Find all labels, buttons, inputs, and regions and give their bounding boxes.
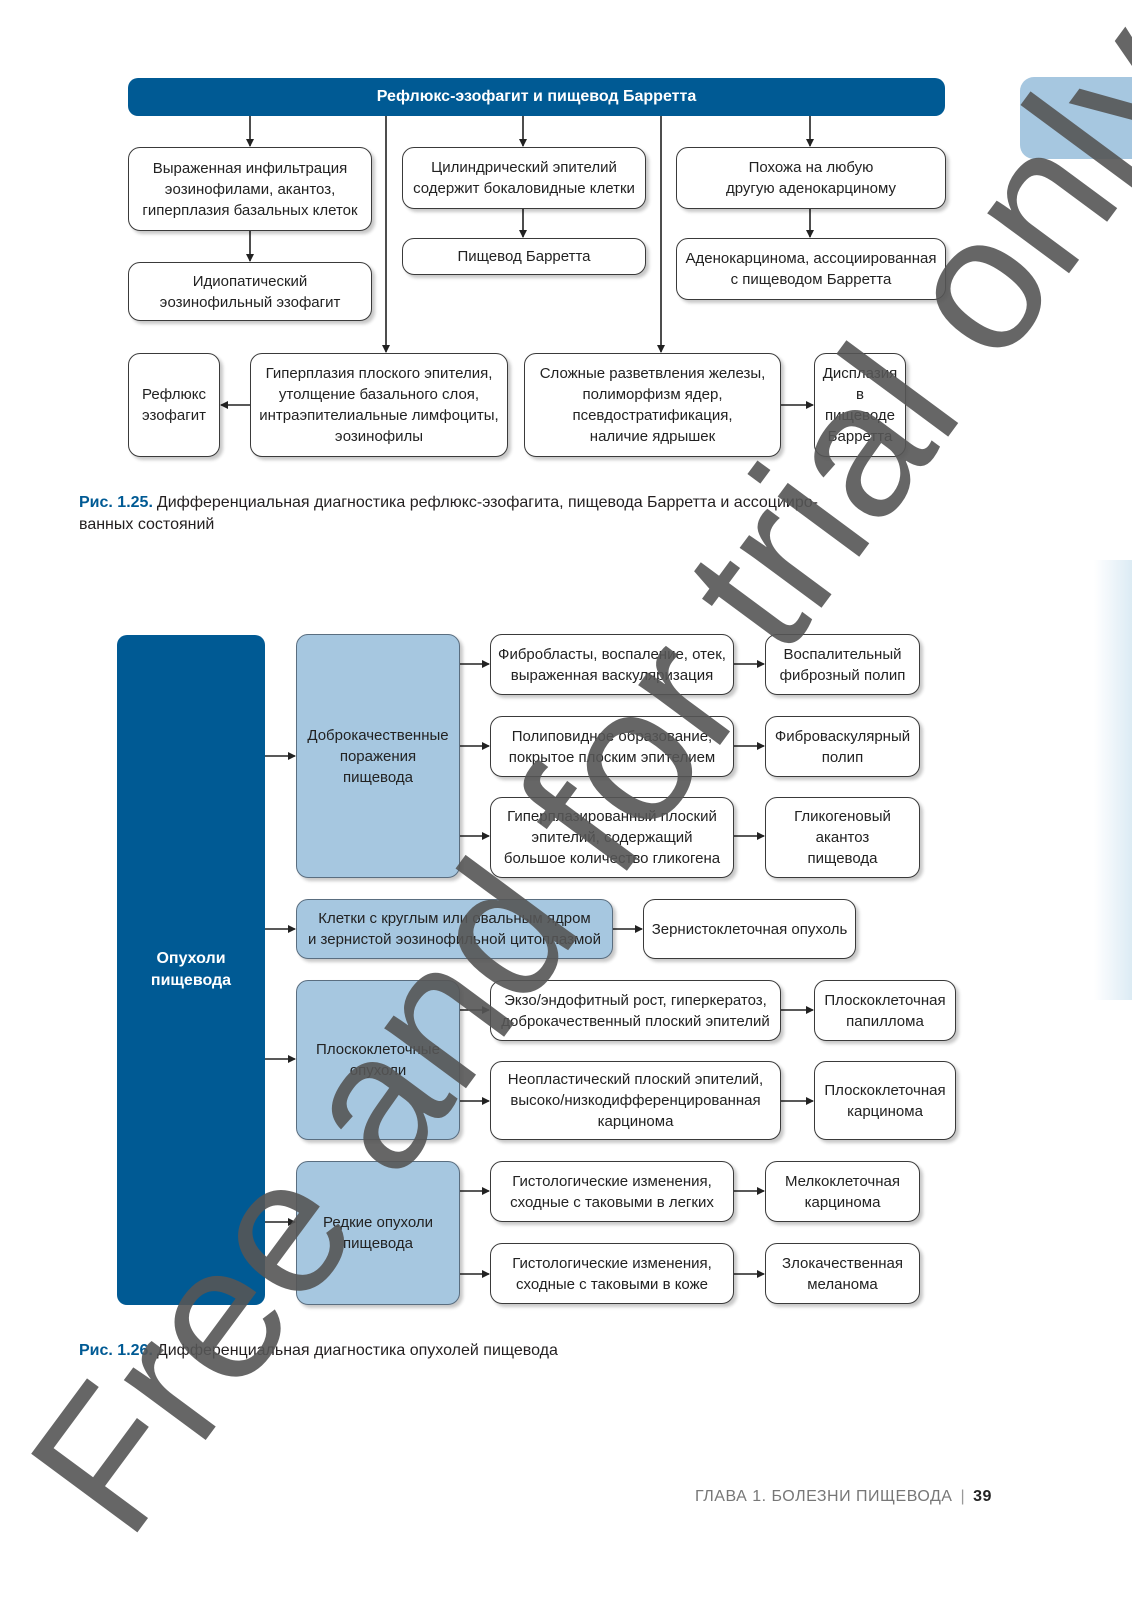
fibrovascular-polyp-box: Фиброваскулярный полип: [765, 716, 920, 777]
barrett-adenocarcinoma-box: Аденокарцинома, ассоциированная с пищево…: [676, 238, 946, 300]
glycogenic-acanthosis-box: Гликогеновый акантоз пищевода: [765, 797, 920, 878]
idiopathic-eoe-box: Идиопатический эозинофильный эзофагит: [128, 262, 372, 321]
polypoid-feature-box: Полиповидное образование, покрытое плоск…: [490, 716, 734, 777]
caption-text: Дифференциальная диагностика опухолей пи…: [156, 1342, 558, 1359]
skin-like-feature-box: Гистологические изменения, сходные с так…: [490, 1243, 734, 1304]
neoplastic-epithelium-feature-box: Неопластический плоский эпителий, высоко…: [490, 1061, 781, 1140]
barrett-dysplasia-box: Дисплазия в пищеводе Барретта: [814, 353, 906, 457]
figure-caption-1-26: Рис. 1.26.Дифференциальная диагностика о…: [79, 1340, 558, 1362]
columnar-epithelium-box: Цилиндрический эпителий содержит бокалов…: [402, 147, 646, 209]
granular-cells-group: Клетки с круглым или овальным ядром и зе…: [296, 899, 613, 959]
eosinophil-infiltration-box: Выраженная инфильтрация эозинофилами, ак…: [128, 147, 372, 231]
inflammatory-fibroid-polyp-box: Воспалительный фиброзный полип: [765, 634, 920, 695]
page-number: 39: [973, 1488, 992, 1505]
melanoma-box: Злокачественная меланома: [765, 1243, 920, 1304]
squamous-tumors-group: Плоскоклеточные опухоли: [296, 980, 460, 1140]
granular-cell-tumor-box: Зернистоклеточная опухоль: [643, 899, 856, 959]
small-cell-carcinoma-box: Мелкоклеточная карцинома: [765, 1161, 920, 1222]
page-footer: ГЛАВА 1. БОЛЕЗНИ ПИЩЕВОДА | 39: [695, 1488, 992, 1506]
esophageal-tumors-root: Опухоли пищевода: [117, 635, 265, 1305]
reflux-esophagitis-box: Рефлюкс эзофагит: [128, 353, 220, 457]
footer-separator: |: [960, 1488, 966, 1505]
chapter-title: ГЛАВА 1. БОЛЕЗНИ ПИЩЕВОДА: [695, 1488, 953, 1505]
caption-number: Рис. 1.25.: [79, 494, 153, 511]
figure-caption-1-25: Рис. 1.25.Дифференциальная диагностика р…: [79, 492, 1019, 536]
caption-text: Дифференциальная диагностика рефлюкс-эзо…: [79, 494, 818, 533]
reflux-barrett-title: Рефлюкс-эзофагит и пищевод Барретта: [128, 78, 945, 116]
benign-lesions-group: Доброкачественные поражения пищевода: [296, 634, 460, 878]
chapter-tab: [1020, 77, 1132, 159]
lung-like-feature-box: Гистологические изменения, сходные с так…: [490, 1161, 734, 1222]
squamous-papilloma-box: Плоскоклеточная папиллома: [814, 980, 956, 1041]
rare-tumors-group: Редкие опухоли пищевода: [296, 1161, 460, 1305]
complex-glands-box: Сложные разветвления железы, полиморфизм…: [524, 353, 781, 457]
page-edge-shade: [1094, 560, 1132, 1000]
exo-endophytic-feature-box: Экзо/эндофитный рост, гиперкератоз, добр…: [490, 980, 781, 1041]
fibroblasts-feature-box: Фибробласты, воспаление, отек, выраженна…: [490, 634, 734, 695]
glycogen-feature-box: Гиперплазированный плоский эпителий, сод…: [490, 797, 734, 878]
caption-number: Рис. 1.26.: [79, 1342, 153, 1359]
squamous-hyperplasia-box: Гиперплазия плоского эпителия, утолщение…: [250, 353, 508, 457]
barrett-esophagus-box: Пищевод Барретта: [402, 238, 646, 275]
any-adenocarcinoma-box: Похожа на любую другую аденокарциному: [676, 147, 946, 209]
squamous-carcinoma-box: Плоскоклеточная карцинома: [814, 1061, 956, 1140]
